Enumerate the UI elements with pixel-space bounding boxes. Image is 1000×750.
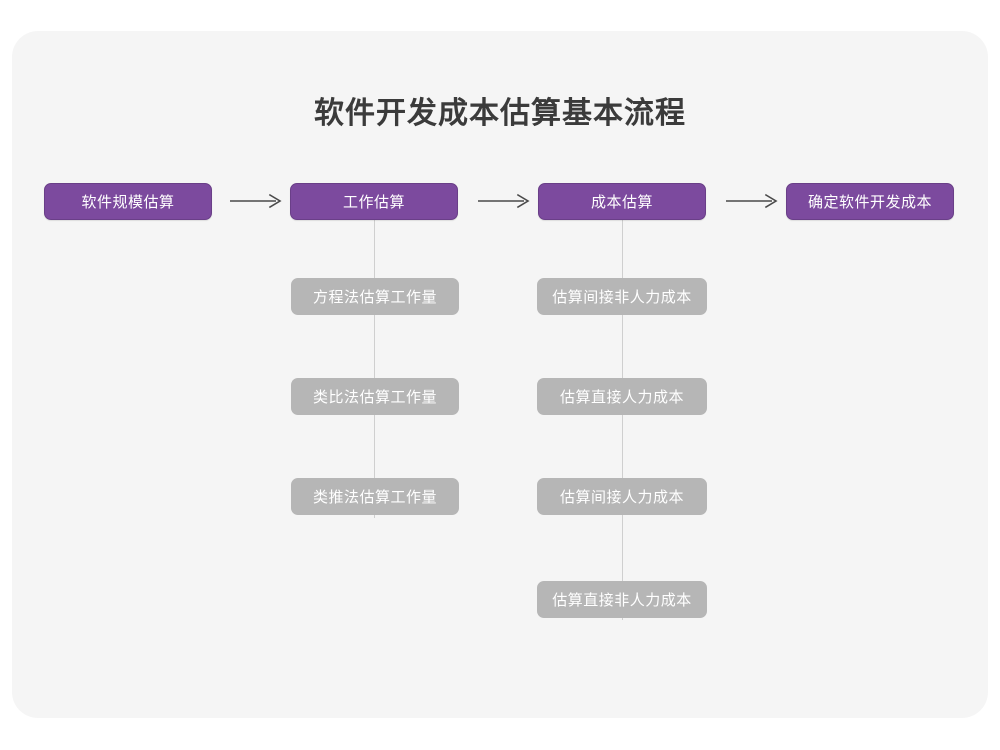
substep-node-label: 估算直接人力成本 xyxy=(559,389,684,406)
step-node-label: 工作估算 xyxy=(342,194,405,211)
substep-node-label: 方程法估算工作量 xyxy=(312,289,437,306)
arrow-step2-to-step3 xyxy=(474,189,536,213)
substep-node-label: 类推法估算工作量 xyxy=(312,489,437,506)
step-node-effort-estimation[interactable]: 工作估算 xyxy=(290,183,458,220)
arrow-step3-to-step4 xyxy=(722,189,784,213)
connector-effort-column xyxy=(374,204,375,518)
substep-node-direct-nonlabor-cost[interactable]: 估算直接非人力成本 xyxy=(537,581,707,618)
step-node-label: 成本估算 xyxy=(590,194,653,211)
step-node-label: 软件规模估算 xyxy=(81,194,175,211)
substep-node-analogy-method[interactable]: 类比法估算工作量 xyxy=(291,378,459,415)
substep-node-label: 估算间接人力成本 xyxy=(559,489,684,506)
step-node-label: 确定软件开发成本 xyxy=(807,194,932,211)
substep-node-indirect-nonlabor-cost[interactable]: 估算间接非人力成本 xyxy=(537,278,707,315)
substep-node-equation-method[interactable]: 方程法估算工作量 xyxy=(291,278,459,315)
page-title: 软件开发成本估算基本流程 xyxy=(314,97,686,130)
step-node-determine-development-cost[interactable]: 确定软件开发成本 xyxy=(786,183,954,220)
substep-node-direct-labor-cost[interactable]: 估算直接人力成本 xyxy=(537,378,707,415)
step-node-software-size-estimation[interactable]: 软件规模估算 xyxy=(44,183,212,220)
substep-node-label: 类比法估算工作量 xyxy=(312,389,437,406)
substep-node-label: 估算间接非人力成本 xyxy=(552,289,692,306)
card-background xyxy=(12,31,988,718)
step-node-cost-estimation[interactable]: 成本估算 xyxy=(538,183,706,220)
substep-node-inference-method[interactable]: 类推法估算工作量 xyxy=(291,478,459,515)
substep-node-indirect-labor-cost[interactable]: 估算间接人力成本 xyxy=(537,478,707,515)
substep-node-label: 估算直接非人力成本 xyxy=(552,592,692,609)
arrow-step1-to-step2 xyxy=(226,189,288,213)
